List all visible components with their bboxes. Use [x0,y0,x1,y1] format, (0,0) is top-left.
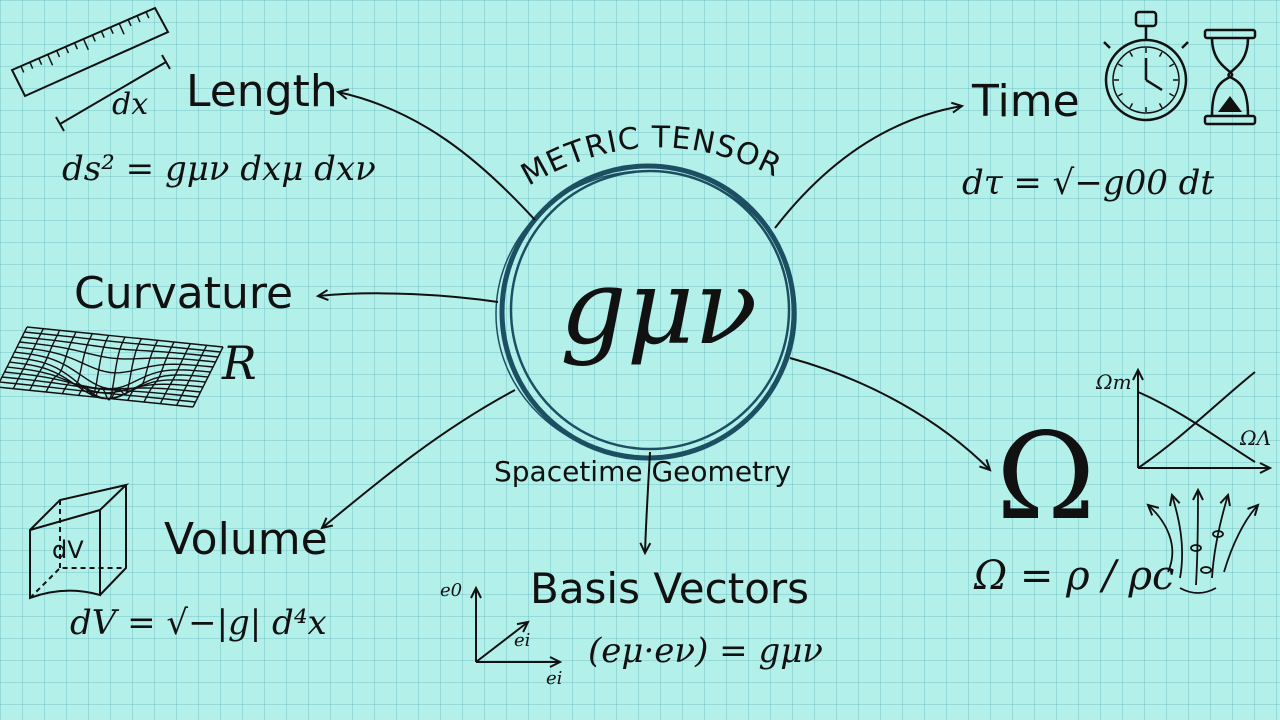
time-formula: dτ = √−g00 dt [962,163,1215,203]
metric-tensor-label: METRIC TENSOR [515,120,787,193]
axes-icon [470,585,563,668]
grid-line [21,336,219,358]
length-formula: ds² = gμν dxμ dxν [62,149,376,189]
density-graph-icon [1132,367,1273,474]
arrow-to-time [774,101,965,229]
volume-formula: dV = √−|g| d⁴x [70,603,327,643]
graph-label-omega-m: Ωm [1096,370,1132,394]
curved-grid-icon [0,326,224,408]
axis-label-ei-right: ei [546,668,563,689]
axis-label-ei-mid: ei [514,630,531,651]
connector-arrows [315,88,992,556]
stopwatch-icon [1103,10,1189,122]
volume-title: Volume [164,514,328,565]
central-circle [495,163,797,461]
volume-box-icon [29,483,130,600]
omega-symbol: Ω [996,408,1096,547]
arrow-to-length [335,88,536,221]
hourglass-icon [1203,28,1257,126]
arrow-to-omega [789,357,992,472]
curvature-symbol: R [222,336,257,390]
omega-formula: Ω = ρ / ρc [974,553,1175,599]
center-symbol: gμν [560,246,758,368]
basis-formula: (eμ·eν) = gμν [588,631,823,671]
length-title: Length [186,66,338,117]
axis-label-e0: e0 [440,580,463,601]
grid-line [26,326,224,348]
grid-line [176,344,208,406]
arrow-to-curvature [315,289,499,303]
arrow-to-basis [639,451,652,556]
graph-label-omega-lambda: ΩΛ [1240,426,1272,450]
ruler-icon [10,6,171,132]
arrow-to-volume [320,389,516,530]
grid-line [24,331,221,353]
time-title: Time [972,76,1080,127]
grid-line [192,346,224,408]
expansion-icon [1146,487,1260,594]
curvature-title: Curvature [74,268,294,319]
volume-box-label: dV [52,536,84,564]
basis-title: Basis Vectors [530,564,810,613]
spacetime-geometry-label: Spacetime Geometry [494,455,792,488]
ruler-dx-label: dx [112,87,149,122]
